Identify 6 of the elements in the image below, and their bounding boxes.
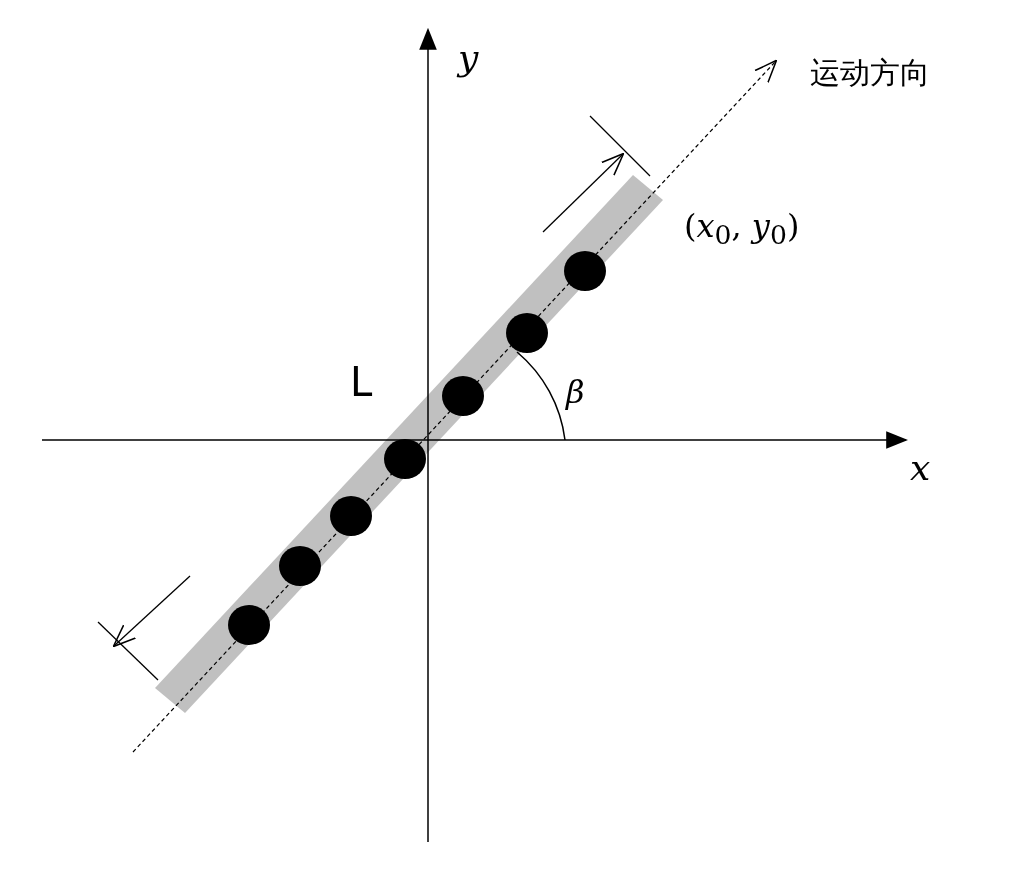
length-label: L [350, 362, 373, 402]
axis-label: x [910, 450, 931, 486]
direction-label: 运动方向 [810, 58, 930, 88]
angle-label: β [566, 376, 585, 408]
axis-label: y [458, 40, 479, 76]
coordinate-label: (x$_{0}$, y$_{0}$) [684, 210, 800, 250]
